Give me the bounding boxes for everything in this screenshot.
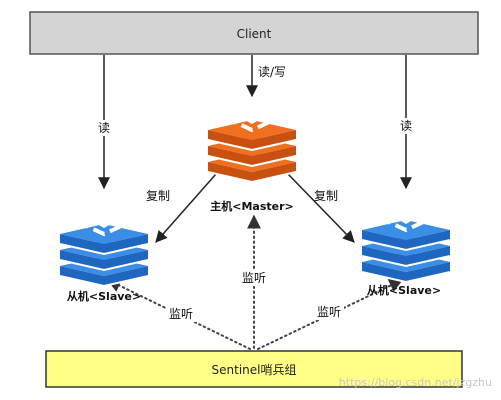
edge-sentinel-slave-right: 监听 bbox=[257, 279, 404, 350]
edge-sentinel-slave-left: 监听 bbox=[106, 279, 251, 350]
edge-master-slave-left: 复制 bbox=[146, 173, 217, 243]
edge-client-slave-left: 读 bbox=[96, 55, 112, 190]
client-label: Client bbox=[237, 27, 272, 41]
master-label: 主机<Master> bbox=[210, 199, 294, 213]
edge-label-sentinel-slave-left: 监听 bbox=[169, 307, 193, 321]
client-box: Client bbox=[29, 11, 479, 55]
edge-label-client-slave-left: 读 bbox=[98, 121, 110, 135]
edge-label-master-slave-right: 复制 bbox=[314, 189, 338, 203]
edge-sentinel-master: 监听 bbox=[240, 214, 270, 349]
edge-label-sentinel-master: 监听 bbox=[242, 271, 266, 285]
edge-client-master: 读/写 bbox=[246, 55, 286, 98]
edge-label-master-slave-left: 复制 bbox=[146, 189, 170, 203]
master-redis-icon bbox=[207, 107, 297, 184]
sentinel-box: Sentinel哨兵组 bbox=[45, 350, 463, 388]
edge-label-sentinel-slave-right: 监听 bbox=[317, 305, 341, 319]
sentinel-label: Sentinel哨兵组 bbox=[212, 362, 297, 377]
slave-right-redis-icon bbox=[361, 207, 451, 284]
edge-label-client-master: 读/写 bbox=[258, 65, 286, 79]
slave-right-label: 从机<Slave> bbox=[367, 283, 441, 297]
slave-left-label: 从机<Slave> bbox=[67, 289, 141, 303]
edge-master-slave-right: 复制 bbox=[287, 173, 355, 243]
watermark-text: https://blog.csdn.net/jzgzhu bbox=[339, 376, 492, 389]
edge-label-client-slave-right: 读 bbox=[400, 119, 412, 133]
edge-client-slave-right: 读 bbox=[398, 55, 414, 190]
slave-left-redis-icon bbox=[59, 211, 149, 288]
